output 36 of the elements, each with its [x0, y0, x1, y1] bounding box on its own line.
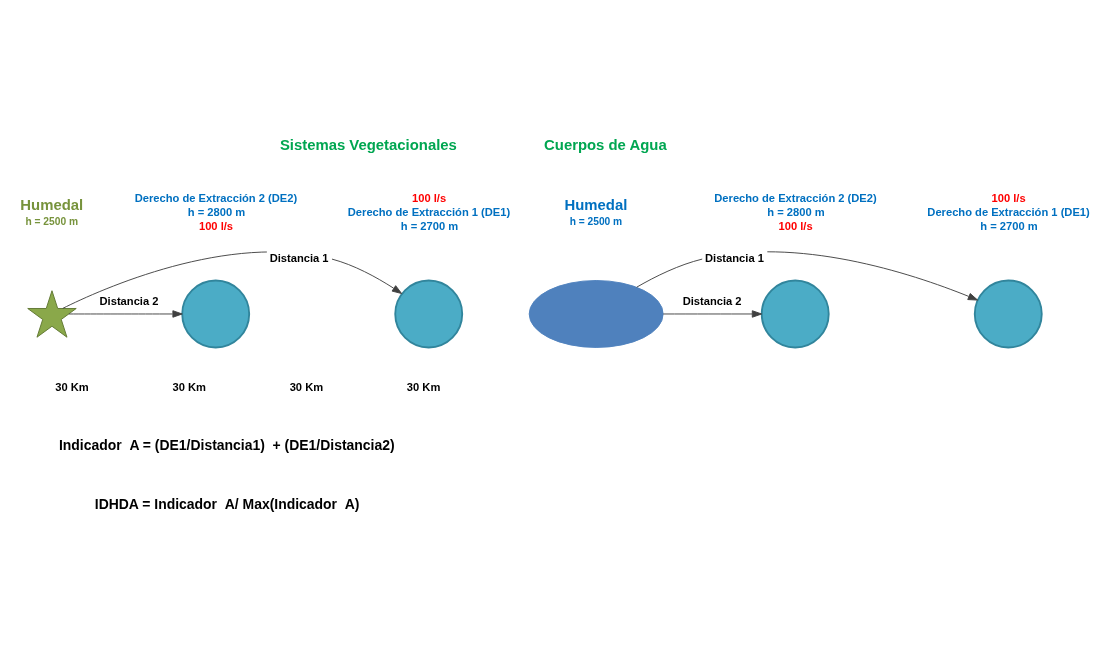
- node-label: Derecho de Extracción 2 (DE2): [134, 192, 298, 205]
- node-label: h = 2800 m: [187, 206, 246, 219]
- edge-label: Distancia 2: [99, 294, 159, 307]
- label: 30 Km: [55, 381, 89, 394]
- node-cloud: [528, 280, 664, 348]
- node-label: Humedal: [20, 197, 84, 214]
- node-label: h = 2800 m: [767, 206, 825, 219]
- node-label: 100 l/s: [198, 220, 234, 233]
- label: 30 Km: [406, 381, 441, 394]
- node-circle: [181, 279, 251, 349]
- edge-label: Distancia 1: [705, 251, 764, 264]
- node-label: 100 l/s: [411, 192, 447, 205]
- node-label: h = 2700 m: [980, 220, 1038, 233]
- label: 30 Km: [172, 381, 206, 394]
- node-star: [27, 290, 77, 338]
- node-label: Derecho de Extracción 1 (DE1): [927, 206, 1090, 219]
- label: Cuerpos de Agua: [544, 137, 667, 154]
- label: Sistemas Vegetacionales: [279, 137, 457, 154]
- node-label: 100 l/s: [991, 192, 1026, 205]
- edge-label: Distancia 2: [682, 294, 742, 307]
- arrow: [68, 310, 183, 318]
- edge-label: Distancia 1: [269, 251, 329, 264]
- node-label: 100 l/s: [778, 220, 813, 233]
- node-label: h = 2700 m: [400, 220, 459, 233]
- node-circle: [760, 279, 830, 349]
- label: IDHDA = Indicador A/ Max(Indicador A): [94, 495, 360, 512]
- node-label: Derecho de Extracción 2 (DE2): [714, 192, 877, 205]
- arrow: [662, 310, 763, 318]
- node-label: Humedal: [564, 197, 628, 214]
- label: 30 Km: [289, 381, 324, 394]
- node-circle: [973, 279, 1043, 349]
- node-label: h = 2500 m: [25, 215, 79, 227]
- label: Indicador A = (DE1/Distancia1) + (DE1/Distancia2): [58, 437, 395, 454]
- node-circle: [394, 279, 464, 349]
- node-label: h = 2500 m: [569, 215, 623, 227]
- node-label: Derecho de Extracción 1 (DE1): [347, 206, 511, 219]
